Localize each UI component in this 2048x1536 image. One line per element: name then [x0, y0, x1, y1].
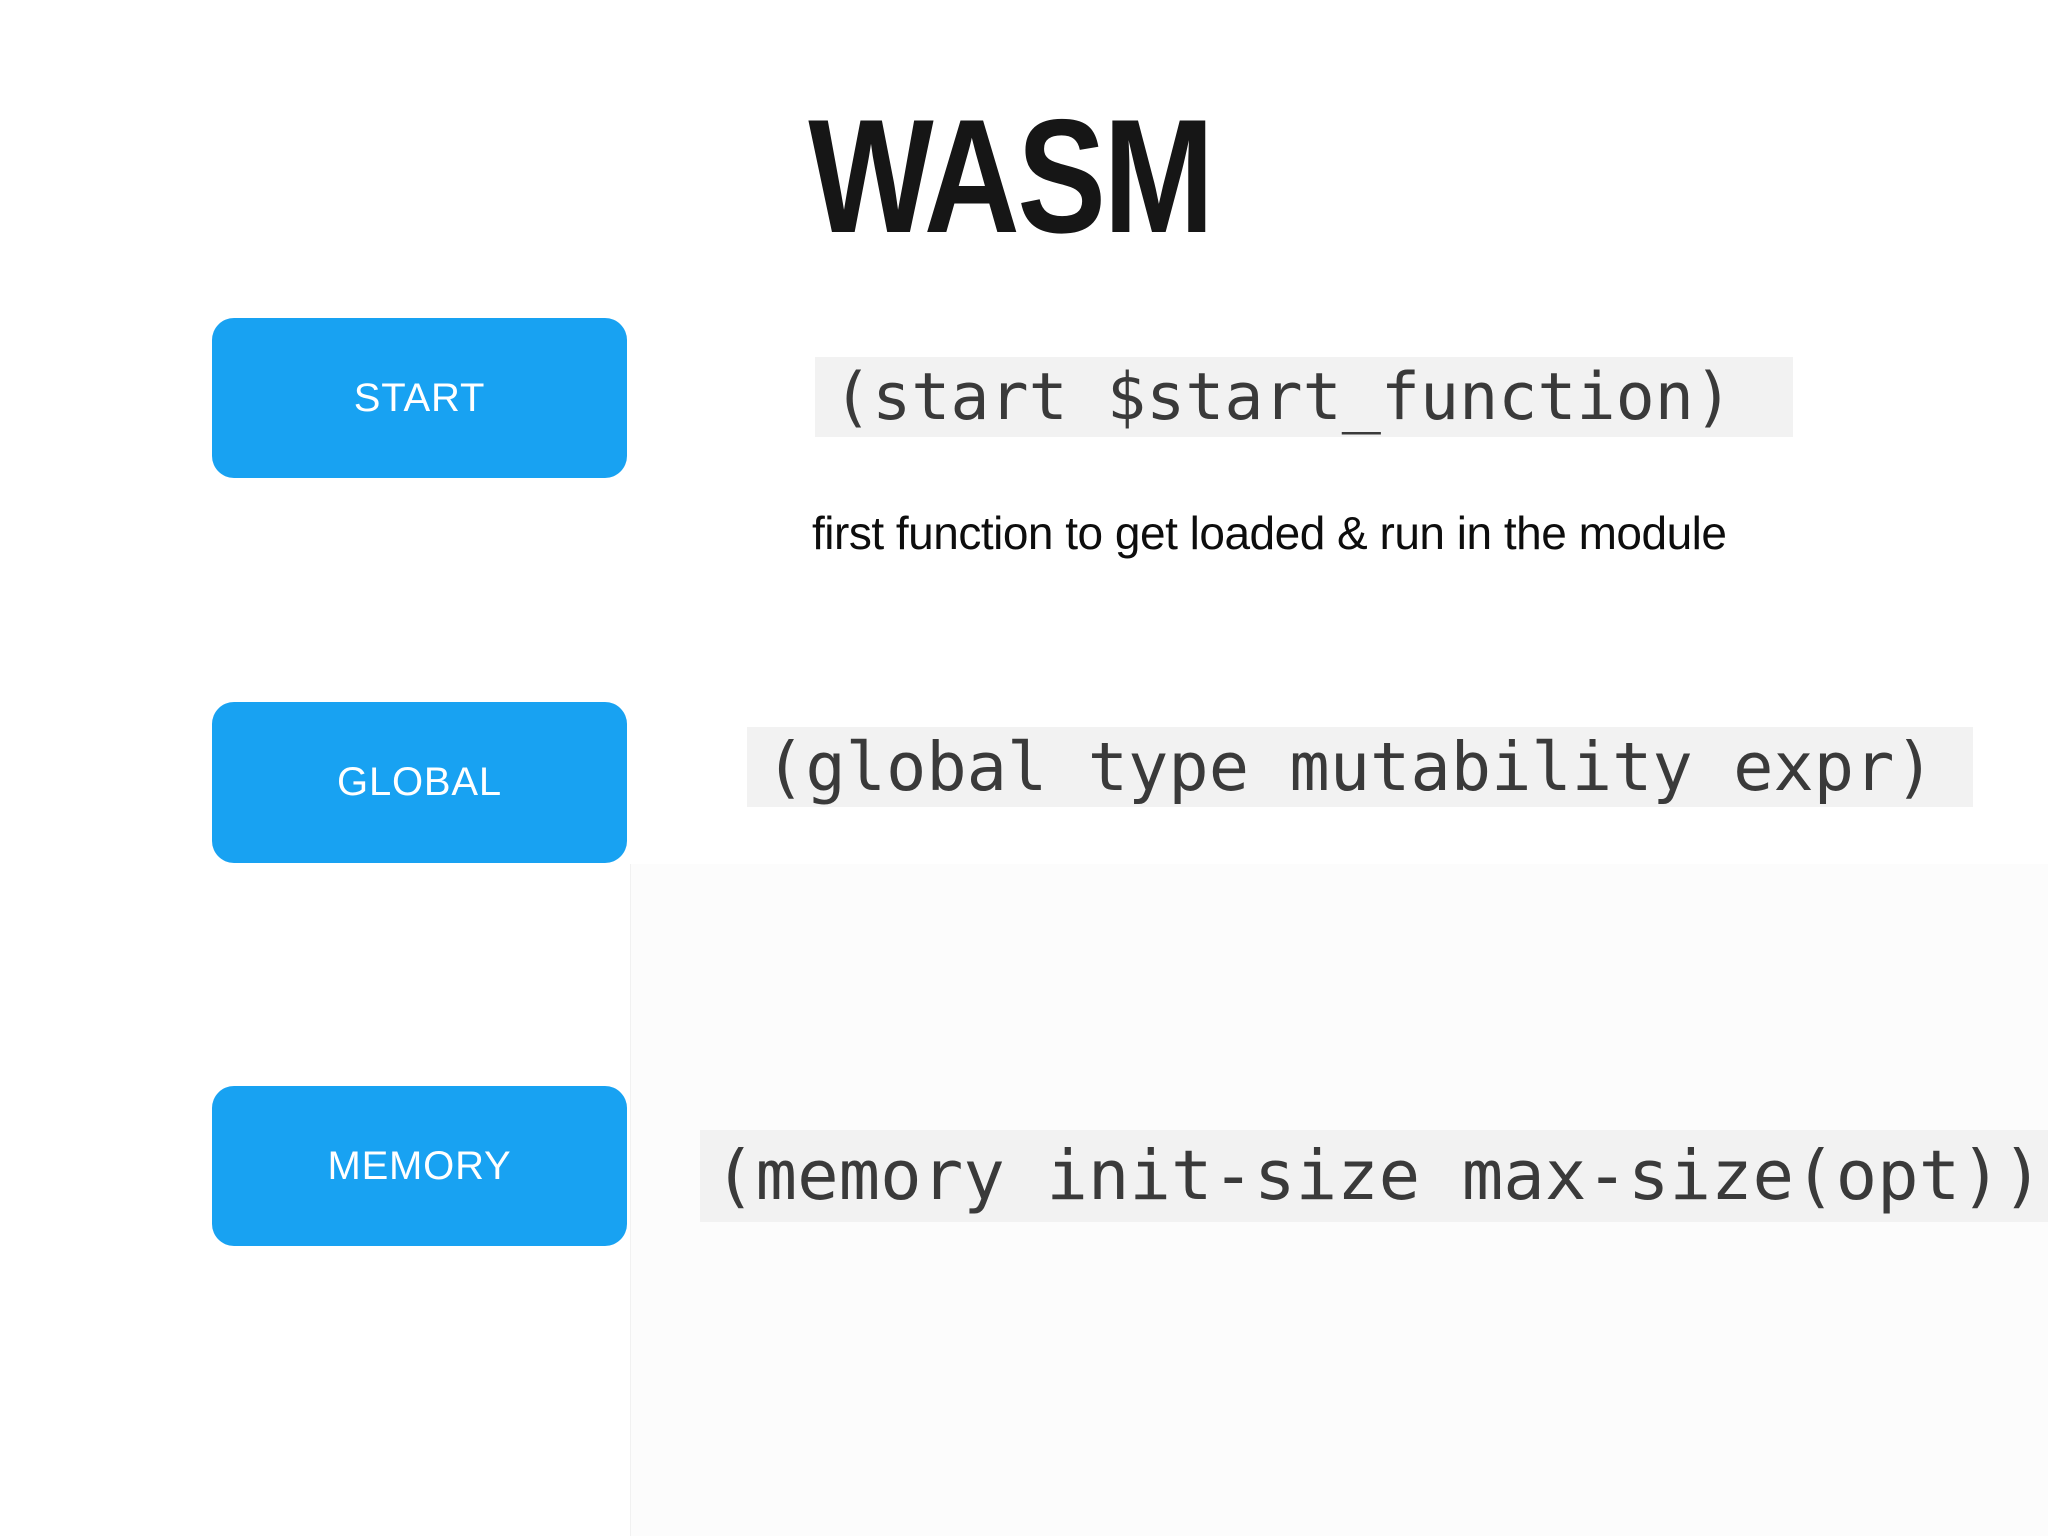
- code-snippet-global: (global type mutability expr): [747, 727, 1973, 807]
- page-title: WASM: [710, 96, 1310, 258]
- start-button[interactable]: START: [212, 318, 627, 478]
- code-snippet-memory: (memory init-size max-size(opt)): [700, 1130, 2048, 1222]
- code-snippet-start-text: (start $start_function): [833, 359, 1734, 435]
- start-note: first function to get loaded & run in th…: [812, 507, 1727, 559]
- memory-button[interactable]: MEMORY: [212, 1086, 627, 1246]
- start-button-label: START: [353, 375, 486, 420]
- code-snippet-global-text: (global type mutability expr): [765, 728, 1935, 806]
- page-title-text: WASM: [808, 86, 1214, 267]
- code-snippet-memory-text: (memory init-size max-size(opt)): [714, 1136, 2044, 1216]
- code-snippet-start: (start $start_function): [815, 357, 1793, 437]
- global-button-label: GLOBAL: [337, 760, 502, 804]
- memory-button-label: MEMORY: [327, 1143, 512, 1188]
- global-button[interactable]: GLOBAL: [212, 702, 627, 863]
